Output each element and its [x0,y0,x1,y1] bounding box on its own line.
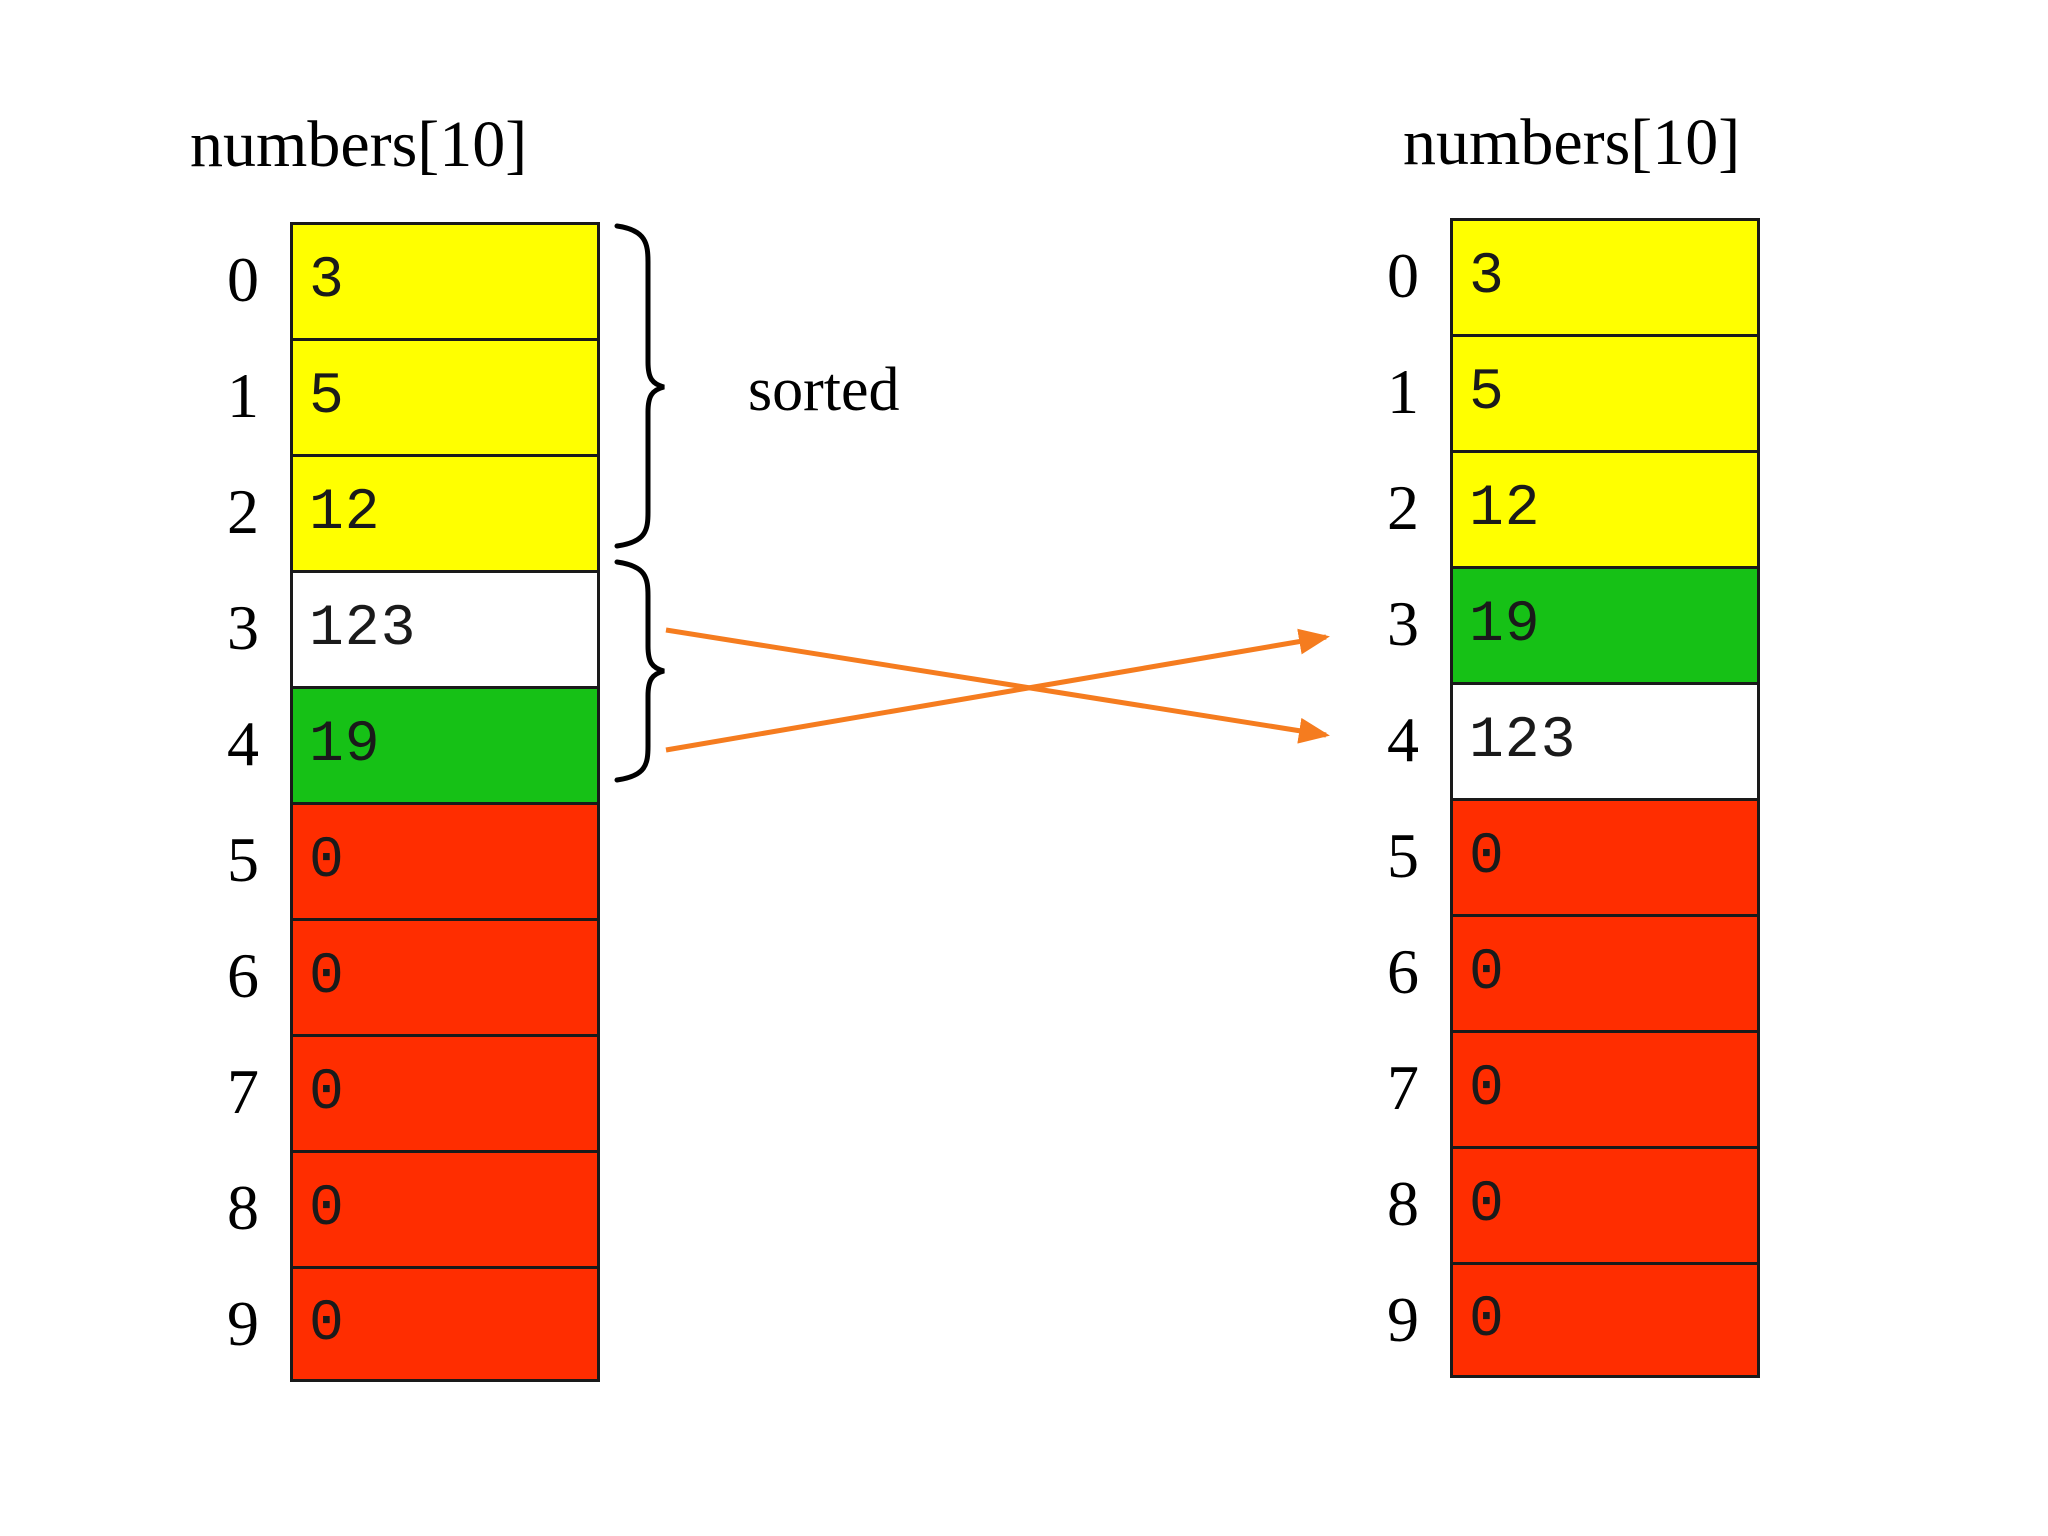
left-cell-8[interactable]: 0 [290,1150,600,1266]
right-row-index-6: 6 [1387,936,1419,1007]
swap-brace [614,559,665,783]
right-cell-2[interactable]: 12 [1450,450,1760,566]
right-row-index-4: 4 [1387,704,1419,775]
right-cell-1[interactable]: 5 [1450,334,1760,450]
right-row-index-0: 0 [1387,240,1419,311]
right-row-index-5: 5 [1387,820,1419,891]
left-cell-6[interactable]: 0 [290,918,600,1034]
left-row-index-6: 6 [227,940,259,1011]
right-cell-6[interactable]: 0 [1450,914,1760,1030]
arrow-index3-to-index4 [665,627,1330,744]
right-cell-8[interactable]: 0 [1450,1146,1760,1262]
right-row-index-1: 1 [1387,356,1419,427]
sorted-label: sorted [748,356,900,424]
left-row-index-4: 4 [227,708,259,779]
left-row-index-8: 8 [227,1172,259,1243]
right-row-index-3: 3 [1387,588,1419,659]
left-cell-9[interactable]: 0 [290,1266,600,1382]
right-cell-4[interactable]: 123 [1450,682,1760,798]
left-row-index-9: 9 [227,1288,259,1359]
right-row-index-9: 9 [1387,1284,1419,1355]
right-row-index-2: 2 [1387,472,1419,543]
left-array-title: numbers[10] [190,108,528,181]
right-cell-0[interactable]: 3 [1450,218,1760,334]
right-cell-9[interactable]: 0 [1450,1262,1760,1378]
left-cell-0[interactable]: 3 [290,222,600,338]
arrow-index4-to-index3 [665,628,1330,753]
left-row-index-0: 0 [227,244,259,315]
right-cell-7[interactable]: 0 [1450,1030,1760,1146]
left-cell-5[interactable]: 0 [290,802,600,918]
left-row-index-7: 7 [227,1056,259,1127]
right-row-index-7: 7 [1387,1052,1419,1123]
right-row-index-8: 8 [1387,1168,1419,1239]
left-row-index-3: 3 [227,592,259,663]
left-row-index-5: 5 [227,824,259,895]
right-cell-5[interactable]: 0 [1450,798,1760,914]
left-row-index-1: 1 [227,360,259,431]
right-cell-3[interactable]: 19 [1450,566,1760,682]
left-cell-3[interactable]: 123 [290,570,600,686]
left-cell-7[interactable]: 0 [290,1034,600,1150]
left-cell-2[interactable]: 12 [290,454,600,570]
left-cell-1[interactable]: 5 [290,338,600,454]
sorted-brace [614,223,665,549]
left-row-index-2: 2 [227,476,259,547]
right-array-title: numbers[10] [1403,106,1741,179]
left-cell-4[interactable]: 19 [290,686,600,802]
